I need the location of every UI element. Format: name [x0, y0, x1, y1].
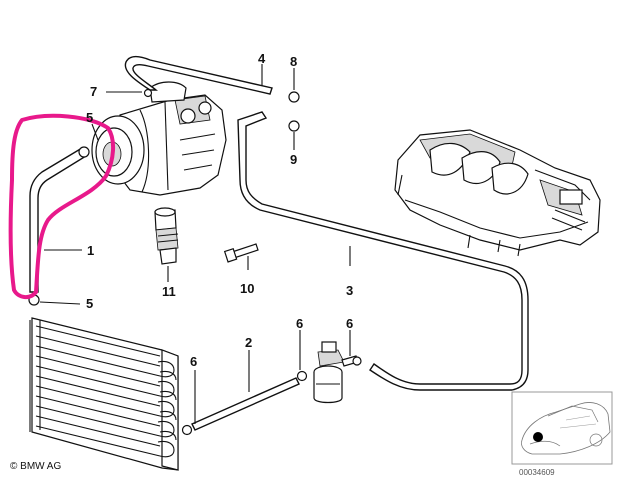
callout-6-middle: 6 — [296, 316, 303, 331]
bolt-10 — [223, 243, 259, 263]
callout-6-right: 6 — [346, 316, 353, 331]
car-outline — [521, 402, 611, 455]
callout-8: 8 — [290, 54, 297, 69]
callout-4: 4 — [258, 51, 266, 66]
callout-3: 3 — [346, 283, 353, 298]
engine-block — [394, 129, 601, 257]
callout-5-upper: 5 — [86, 110, 93, 125]
reference-number: 00034609 — [519, 468, 555, 477]
valve-11 — [154, 207, 179, 265]
callout-5-lower: 5 — [86, 296, 93, 311]
ac-compressor — [91, 81, 227, 196]
callout-11: 11 — [162, 284, 176, 299]
condenser-tubes — [157, 360, 177, 458]
o-ring-8 — [288, 91, 300, 103]
hose-7 — [124, 55, 273, 98]
callout-9: 9 — [290, 152, 297, 167]
callout-1: 1 — [87, 243, 94, 258]
location-marker-dot — [533, 432, 543, 442]
pipe-2 — [181, 370, 308, 436]
receiver-drier — [313, 341, 362, 404]
condenser-fins — [35, 325, 161, 457]
callout-7: 7 — [90, 84, 97, 99]
callout-numbers: 1 2 3 4 5 5 6 6 6 7 8 9 10 11 — [86, 51, 353, 369]
condenser — [29, 317, 179, 471]
highlight-outline — [8, 113, 115, 299]
car-locator-inset — [511, 391, 613, 465]
pipe-3 — [237, 111, 529, 391]
leader-lines — [39, 64, 351, 424]
callout-2: 2 — [245, 335, 252, 350]
callout-10: 10 — [240, 281, 254, 296]
copyright-label: © BMW AG — [10, 461, 62, 472]
o-ring-9 — [288, 120, 300, 132]
callout-6-left: 6 — [190, 354, 197, 369]
